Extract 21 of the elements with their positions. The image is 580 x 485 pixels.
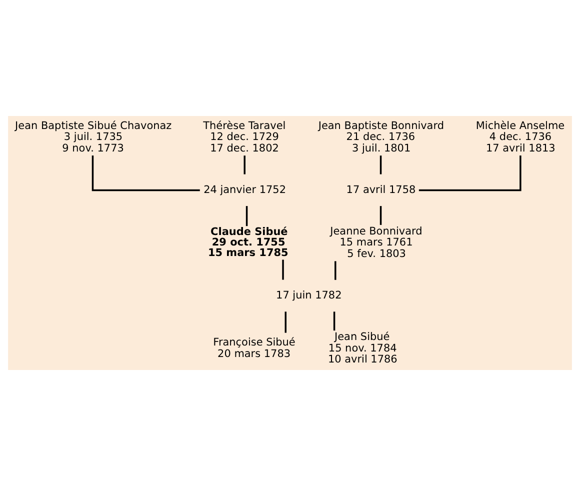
node-text: Françoise Sibué 20 mars 1783 <box>213 336 296 360</box>
connector <box>284 311 286 332</box>
node-text: Jeanne Bonnivard 15 mars 1761 5 fev. 1803 <box>330 224 422 260</box>
node-text: Jean Baptiste Sibué Chavonaz 3 juil. 1735 9 nov. 1773 <box>15 119 172 154</box>
node-text: 24 janvier 1752 <box>204 183 286 196</box>
connector <box>244 155 246 174</box>
node-text: Jean Sibué 15 nov. 1784 10 avril 1786 <box>328 330 398 366</box>
connector <box>92 155 200 191</box>
node-text: Thérèse Taravel 12 dec. 1729 17 dec. 1802 <box>203 119 286 154</box>
node-text: Michèle Anselme 4 dec. 1736 17 avril 1813 <box>476 119 565 154</box>
connector <box>380 155 382 174</box>
node-text: Claude Sibué 29 oct. 1755 15 mars 1785 <box>208 225 288 258</box>
connector <box>418 155 522 191</box>
node-text: 17 juin 1782 <box>276 289 342 302</box>
connector <box>334 260 336 280</box>
connector <box>282 259 284 280</box>
node-text: Jean Baptiste Bonnivard 21 dec. 1736 3 juil. 1801 <box>318 119 444 154</box>
connector <box>246 206 248 226</box>
node-text: 17 avril 1758 <box>346 183 416 196</box>
connector <box>333 311 336 330</box>
connector <box>380 206 382 224</box>
